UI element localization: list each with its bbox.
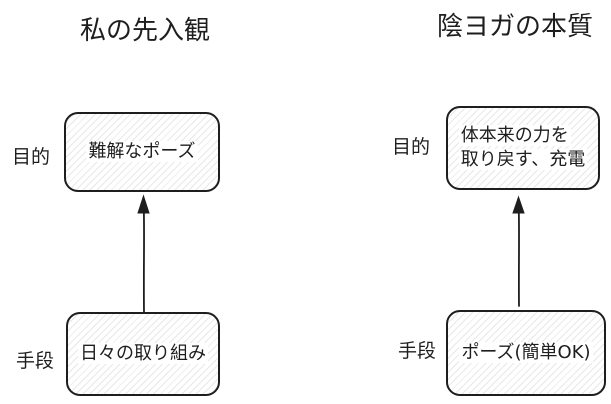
left-purpose-label: 目的 — [12, 146, 51, 168]
left-diagram-title: 私の先入観 — [79, 16, 210, 46]
right-purpose-text-line2: 取り戻す、充電 — [458, 149, 588, 170]
left-arrow — [137, 194, 150, 313]
right-purpose-box: 体本来の力を 取り戻す、充電 — [446, 106, 600, 190]
left-purpose-box: 難解なポーズ — [64, 112, 220, 192]
right-means-box: ポーズ(簡単OK) — [446, 310, 606, 396]
left-means-text: 日々の取り組み — [78, 343, 208, 364]
left-means-label: 手段 — [16, 350, 55, 372]
left-means-box: 日々の取り組み — [66, 312, 220, 396]
left-purpose-text: 難解なポーズ — [86, 141, 198, 162]
right-arrow — [512, 195, 525, 307]
right-means-label: 手段 — [398, 340, 437, 362]
right-diagram-title: 陰ヨガの本質 — [436, 12, 593, 42]
right-means-text: ポーズ(簡単OK) — [459, 342, 593, 363]
right-purpose-label: 目的 — [392, 136, 431, 158]
right-purpose-text-line1: 体本来の力を — [458, 125, 571, 146]
